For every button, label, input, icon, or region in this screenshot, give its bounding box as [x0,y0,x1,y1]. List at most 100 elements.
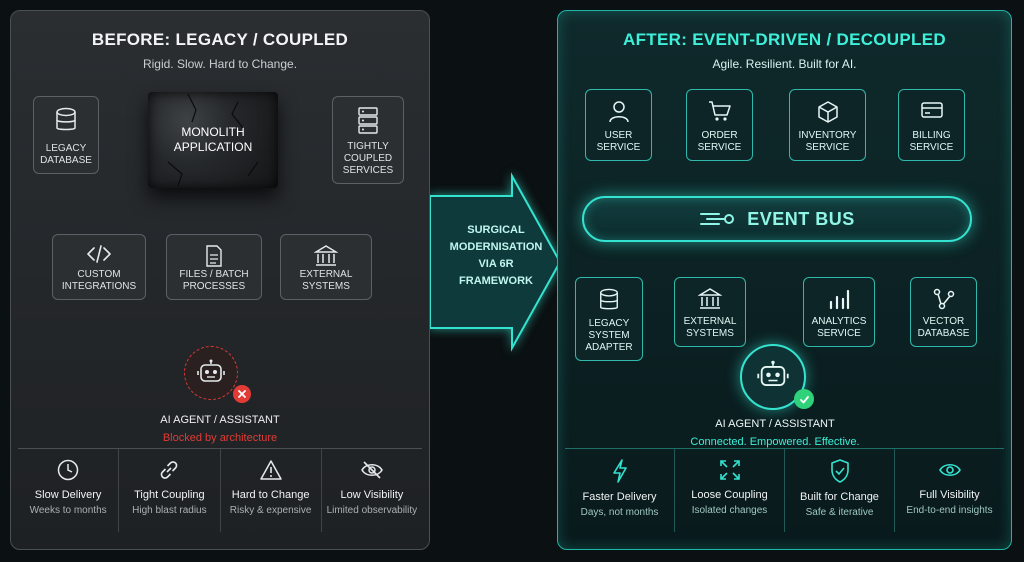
clock-icon [57,459,79,481]
monolith-line2: APPLICATION [173,140,253,154]
billing-service-line2: SERVICE [909,142,954,153]
legacy-subtitle: Rigid. Slow. Hard to Change. [142,57,298,71]
blocked-badge [233,385,251,403]
event-driven-metrics-bar: Faster Delivery Days, not months Loose C… [565,448,1004,532]
transition-line4: FRAMEWORK [459,275,533,287]
monolith-block: MONOLITH APPLICATION [148,92,278,188]
robot-icon [757,360,789,386]
eye-off-icon [361,461,383,479]
metric-title: Hard to Change [231,489,310,501]
vector-database-box: VECTOR DATABASE [910,277,977,347]
external-right-line1: EXTERNAL [683,316,737,327]
metric-hard-to-change: Hard to Change Risky & expensive [219,449,321,532]
inventory-service-line1: INVENTORY [798,130,857,141]
monolith-line1: MONOLITH [181,125,245,139]
metric-title: Full Visibility [919,489,980,501]
legacy-database-line2: DATABASE [40,155,92,166]
billing-service-line1: BILLING [912,130,951,141]
order-service-line2: SERVICE [697,142,742,153]
metric-sub: Risky & expensive [229,505,312,516]
tightly-line2: COUPLED [343,153,393,164]
metric-sub: Days, not months [580,507,659,518]
metric-low-visibility: Low Visibility Limited observability [320,449,422,532]
legacy-database-box: LEGACY DATABASE [33,96,99,174]
metric-sub: Safe & iterative [805,507,874,518]
event-driven-title: AFTER: EVENT-DRIVEN / DECOUPLED [623,30,946,49]
legacy-adapter-box: LEGACY SYSTEM ADAPTER [575,277,643,361]
shield-check-icon [830,459,849,483]
transition-line1: SURGICAL [467,224,525,236]
metric-sub: High blast radius [132,505,207,516]
files-line1: FILES / BATCH [179,269,249,280]
building-icon [698,288,722,309]
ai-agent-label-right: AI AGENT / ASSISTANT [715,418,835,430]
cart-icon [708,101,731,121]
files-line2: PROCESSES [182,281,246,292]
vector-line1: VECTOR [922,316,965,327]
transition-arrow [429,172,562,352]
order-service-line1: ORDER [701,130,738,141]
metric-title: Low Visibility [340,489,404,501]
user-service-line2: SERVICE [596,142,641,153]
event-bus-label: EVENT BUS [747,208,855,229]
eye-icon [938,463,961,477]
external-right-line2: SYSTEMS [686,328,734,339]
adapter-line3: ADAPTER [585,342,633,353]
event-bus: EVENT BUS [582,196,972,242]
external-left-line2: SYSTEMS [302,281,350,292]
graph-nodes-icon [933,288,954,310]
lightning-icon [612,459,627,483]
event-driven-subtitle: Agile. Resilient. Built for AI. [712,57,857,71]
metric-title: Slow Delivery [34,489,102,501]
connected-badge [794,389,814,409]
expand-icon [719,460,740,480]
analytics-service-box: ANALYTICS SERVICE [803,277,875,347]
tightly-line3: SERVICES [342,165,394,176]
inventory-service-box: INVENTORY SERVICE [789,89,866,161]
monolith-cracks [167,93,259,187]
custom-line1: CUSTOM [77,269,121,280]
metric-faster-delivery: Faster Delivery Days, not months [565,449,674,532]
vector-line2: DATABASE [917,328,970,339]
legacy-database-line1: LEGACY [45,143,87,154]
building-icon [314,245,338,266]
metric-title: Tight Coupling [134,489,205,501]
metric-sub: Weeks to months [29,505,107,516]
metric-full-visibility: Full Visibility End-to-end insights [894,449,1004,532]
custom-line2: INTEGRATIONS [61,281,137,292]
analytics-line1: ANALYTICS [811,316,867,327]
bar-chart-icon [829,289,850,310]
user-icon [608,101,629,123]
database-icon [600,288,618,310]
event-flow-icon [700,213,735,225]
inventory-service-line2: SERVICE [805,142,850,153]
transition-line2: MODERNISATION [449,241,543,253]
external-systems-box-left: EXTERNAL SYSTEMS [280,234,372,300]
legacy-metrics-bar: Slow Delivery Weeks to months Tight Coup… [18,448,422,532]
box-icon [817,101,838,123]
metric-title: Built for Change [800,491,879,503]
adapter-line1: LEGACY [588,318,630,329]
robot-icon [197,359,225,382]
adapter-line2: SYSTEM [588,330,630,341]
check-icon [799,395,809,403]
user-service-line1: USER [604,130,633,141]
warning-icon [259,460,282,480]
external-systems-box-right: EXTERNAL SYSTEMS [674,277,746,347]
document-icon [206,245,222,267]
legacy-title: BEFORE: LEGACY / COUPLED [91,30,349,49]
metric-tight-coupling: Tight Coupling High blast radius [118,449,219,532]
code-icon [87,245,111,263]
analytics-line2: SERVICE [817,328,861,339]
custom-integrations-box: CUSTOM INTEGRATIONS [52,234,146,300]
metric-sub: Isolated changes [691,505,768,516]
database-icon [56,107,76,131]
server-stack-icon [358,107,378,134]
card-icon [920,102,943,118]
chain-link-icon [161,461,178,479]
files-batch-box: FILES / BATCH PROCESSES [166,234,262,300]
transition-line3: VIA 6R [478,258,514,270]
tightly-line1: TIGHTLY [347,141,389,152]
metric-built-for-change: Built for Change Safe & iterative [784,449,894,532]
x-icon [238,390,246,398]
